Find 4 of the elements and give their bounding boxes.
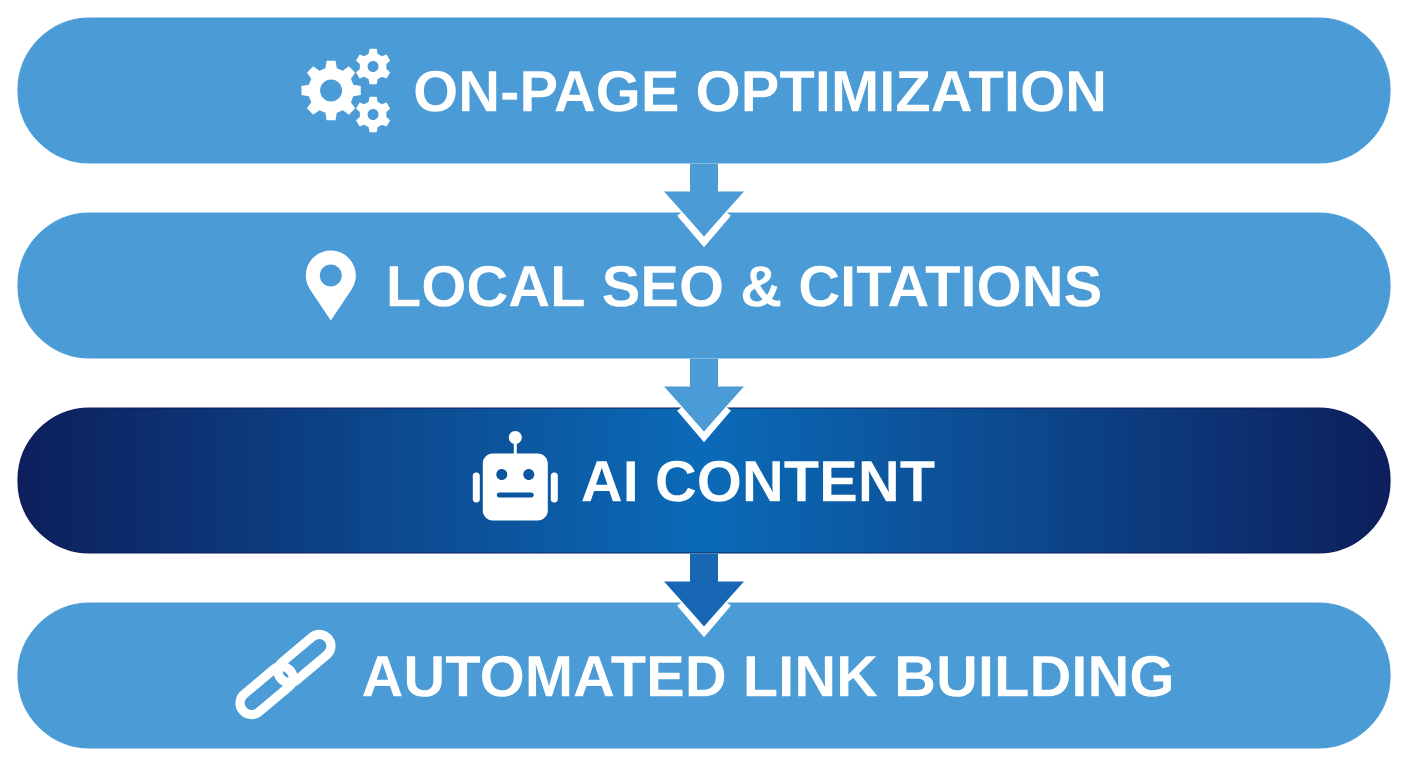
step-pill: AI CONTENT [17, 407, 1391, 554]
step-pill: ON-PAGE OPTIMIZATION [17, 17, 1391, 164]
step-pill: AUTOMATED LINK BUILDING [17, 602, 1391, 749]
step-pill: LOCAL SEO & CITATIONS [17, 212, 1391, 359]
